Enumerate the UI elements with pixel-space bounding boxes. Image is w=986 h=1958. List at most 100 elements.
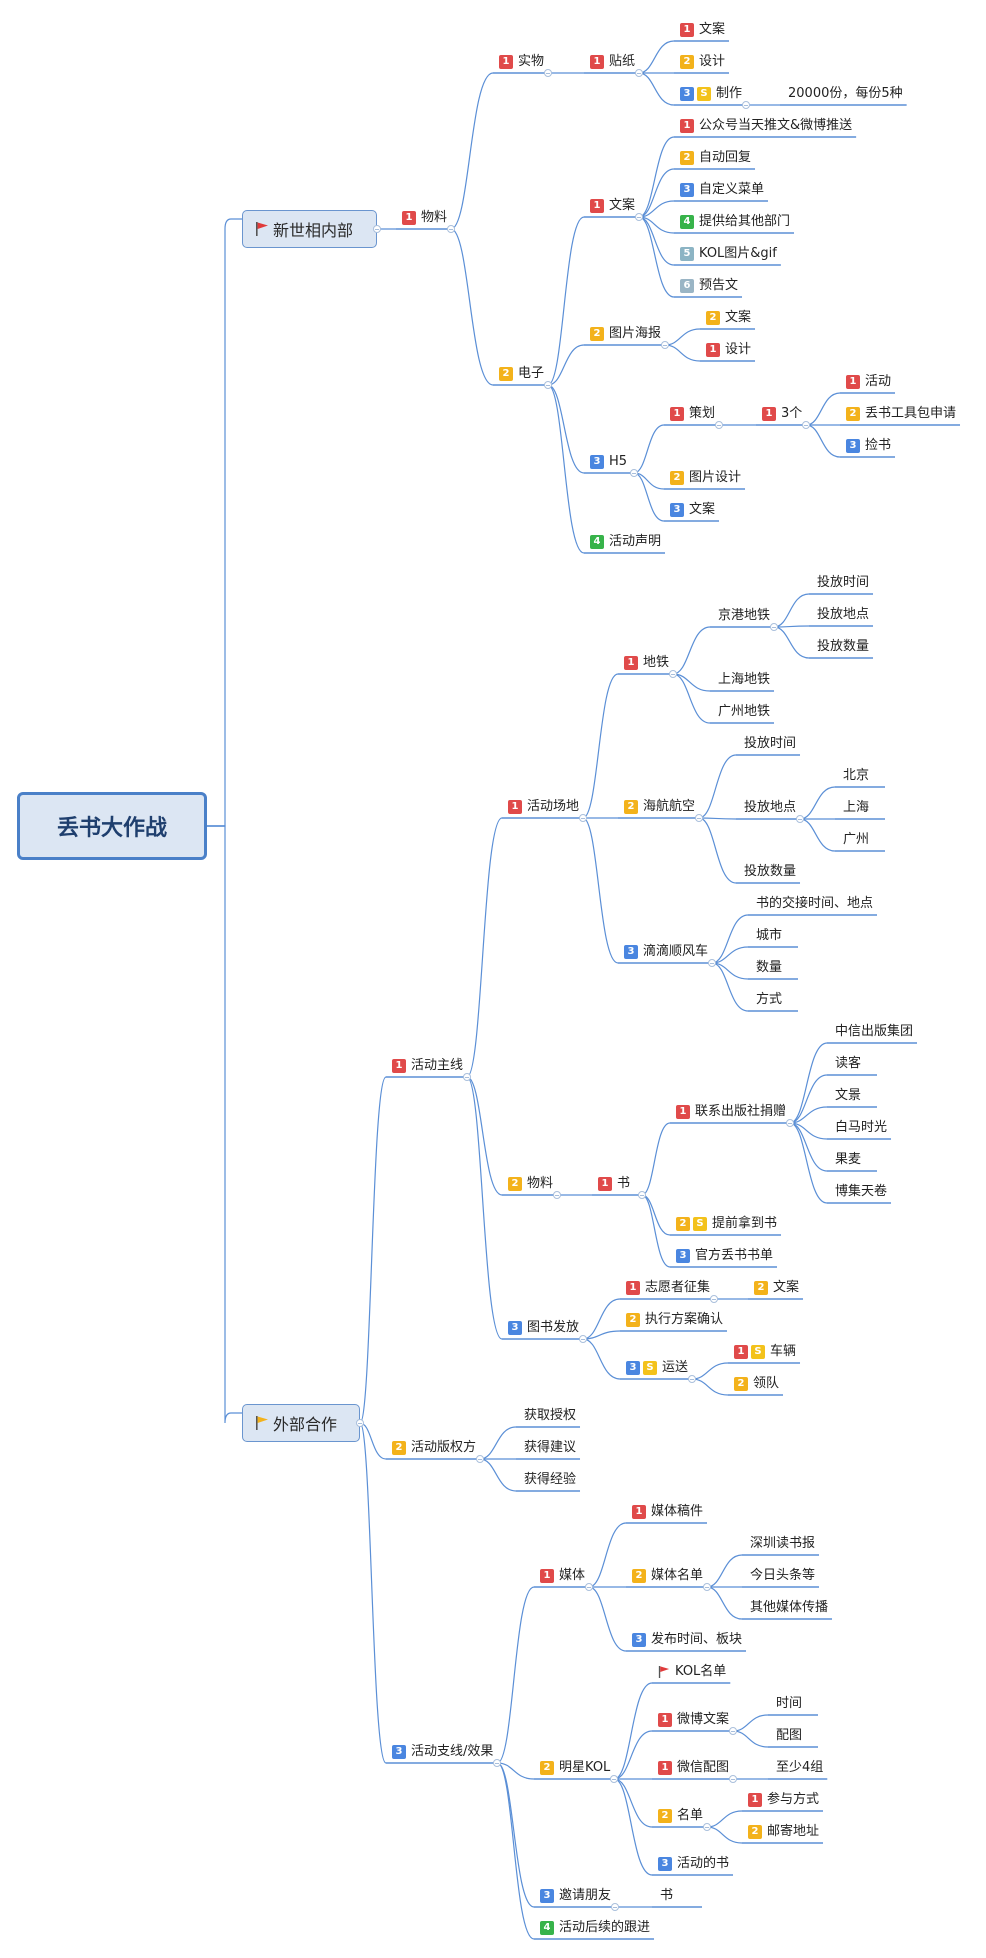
collapse-toggle[interactable] (610, 1775, 619, 1783)
topic-b1132[interactable]: 城市 (754, 926, 782, 946)
collapse-toggle[interactable] (742, 101, 751, 109)
collapse-toggle[interactable] (715, 421, 724, 429)
collapse-toggle[interactable] (786, 1119, 795, 1127)
collapse-toggle[interactable] (710, 1295, 719, 1303)
collapse-toggle[interactable] (544, 69, 553, 77)
collapse-toggle[interactable] (585, 1583, 594, 1591)
topic-b11112[interactable]: 投放地点 (815, 605, 869, 625)
collapse-toggle[interactable] (463, 1073, 472, 1081)
topic-b1121[interactable]: 投放时间 (742, 734, 796, 754)
topic-b3121[interactable]: 深圳读书报 (748, 1534, 815, 1554)
topic-b11223[interactable]: 广州 (841, 830, 869, 850)
topic-b12111[interactable]: 中信出版集团 (833, 1022, 913, 1042)
collapse-toggle[interactable] (669, 670, 678, 678)
topic-b12113[interactable]: 文景 (833, 1086, 861, 1106)
collapse-toggle[interactable] (708, 959, 717, 967)
root-topic[interactable]: 丢书大作战 (17, 792, 207, 860)
collapse-toggle[interactable] (729, 1727, 738, 1735)
topic-b1112[interactable]: 上海地铁 (716, 670, 770, 690)
collapse-toggle[interactable] (579, 1335, 588, 1343)
topic-b1131[interactable]: 书的交接时间、地点 (754, 894, 873, 914)
collapse-toggle[interactable] (695, 814, 704, 822)
topic-b3221[interactable]: 时间 (774, 1694, 802, 1714)
topic-b3123[interactable]: 其他媒体传播 (748, 1598, 828, 1618)
collapse-toggle[interactable] (638, 1191, 646, 1199)
collapse-toggle[interactable] (630, 469, 638, 477)
collapse-toggle[interactable] (688, 1375, 697, 1383)
topic-b1111[interactable]: 京港地铁 (716, 606, 770, 626)
topic-b321[interactable]: KOL名单 (658, 1662, 726, 1682)
collapse-toggle[interactable] (729, 1775, 738, 1783)
collapse-toggle[interactable] (703, 1583, 712, 1591)
topic-b23[interactable]: 获得经验 (522, 1470, 576, 1490)
topic-b21[interactable]: 获取授权 (522, 1406, 576, 1426)
collapse-toggle[interactable] (635, 69, 644, 77)
topic-b1122[interactable]: 投放地点 (742, 798, 796, 818)
collapse-toggle[interactable] (476, 1455, 485, 1463)
topic-b3222[interactable]: 配图 (774, 1726, 802, 1746)
topic-b12114[interactable]: 白马时光 (833, 1118, 887, 1138)
main-topic-internal[interactable]: 新世相内部 (242, 210, 377, 248)
topic-b12115[interactable]: 果麦 (833, 1150, 861, 1170)
collapse-toggle[interactable] (544, 381, 553, 389)
collapse-toggle[interactable] (611, 1903, 620, 1911)
collapse-toggle[interactable] (703, 1823, 712, 1831)
collapse-toggle[interactable] (796, 815, 805, 823)
collapse-toggle[interactable] (579, 814, 588, 822)
collapse-toggle[interactable] (635, 213, 644, 221)
topic-b1123[interactable]: 投放数量 (742, 862, 796, 882)
topic-b3122[interactable]: 今日头条等 (748, 1566, 815, 1586)
main-topic-external[interactable]: 外部合作 (242, 1404, 360, 1442)
